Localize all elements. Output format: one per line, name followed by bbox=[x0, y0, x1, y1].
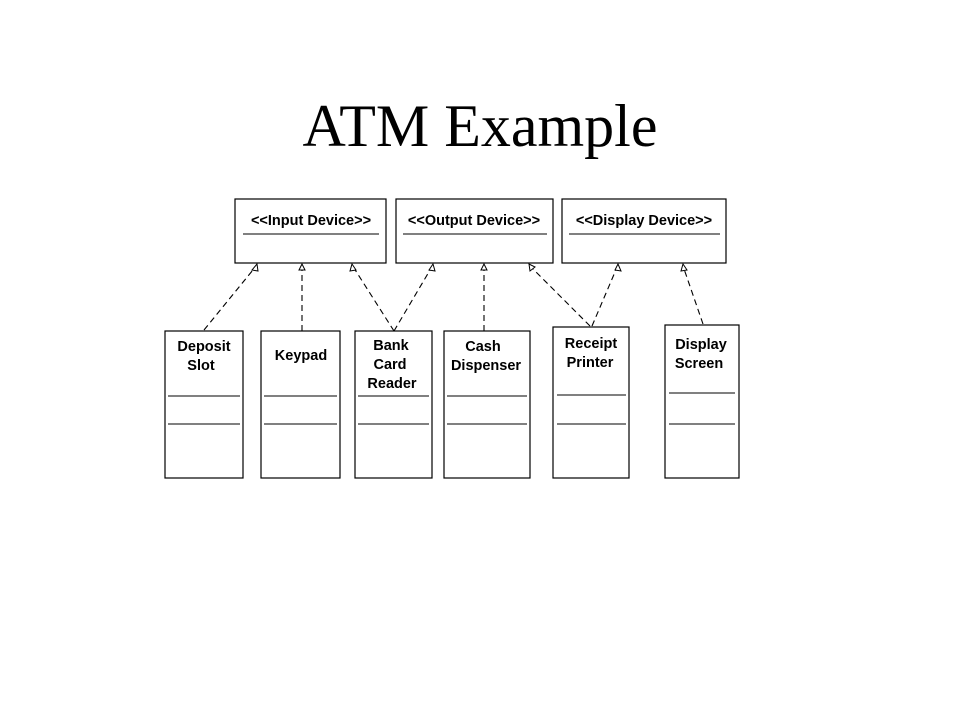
class-name-line: Keypad bbox=[275, 348, 327, 364]
realization-edges bbox=[203, 262, 704, 332]
edge-card-reader-to-output bbox=[393, 264, 434, 332]
class-name-line: Reader bbox=[367, 376, 417, 392]
class-name-line: Screen bbox=[675, 356, 723, 372]
class-name-line: Display bbox=[675, 337, 727, 353]
interface-input-device: <<Input Device>> bbox=[234, 198, 387, 264]
class-name-line: Deposit bbox=[177, 339, 230, 355]
interface-label: <<Display Device>> bbox=[576, 213, 712, 229]
class-name-line: Slot bbox=[187, 358, 215, 374]
arrowhead-deposit-slot-to-input bbox=[251, 262, 259, 272]
class-display-screen: Display Screen bbox=[664, 324, 740, 479]
slide-title: ATM Example bbox=[302, 93, 658, 159]
edge-display-screen-to-display bbox=[682, 265, 704, 325]
class-bank-card-reader: Bank Card Reader bbox=[354, 330, 433, 479]
class-name-line: Printer bbox=[567, 355, 614, 371]
class-name-line: Dispenser bbox=[451, 358, 521, 374]
arrowhead-receipt-printer-to-display bbox=[614, 262, 622, 272]
class-name-line: Cash bbox=[465, 339, 500, 355]
arrowhead-card-reader-to-output bbox=[428, 262, 436, 272]
class-name-line: Receipt bbox=[565, 336, 618, 352]
class-name-line: Card bbox=[373, 357, 406, 373]
class-cash-dispenser: Cash Dispenser bbox=[443, 330, 531, 479]
arrowhead-card-reader-to-input bbox=[349, 262, 357, 272]
arrowhead-receipt-printer-to-output bbox=[528, 263, 536, 272]
edge-receipt-printer-to-output bbox=[529, 265, 591, 327]
edge-deposit-slot-to-input bbox=[203, 264, 258, 331]
arrowhead-cash-dispenser-to-output bbox=[480, 262, 488, 271]
class-name-line: Bank bbox=[373, 338, 409, 354]
class-keypad: Keypad bbox=[260, 330, 341, 479]
arrowhead-display-screen-to-display bbox=[680, 262, 688, 272]
interface-output-device: <<Output Device>> bbox=[395, 198, 554, 264]
arrowhead-keypad-to-input bbox=[298, 262, 306, 271]
class-deposit-slot: Deposit Slot bbox=[164, 330, 244, 479]
edge-card-reader-to-input bbox=[351, 264, 395, 332]
interface-label: <<Input Device>> bbox=[251, 213, 371, 229]
interface-display-device: <<Display Device>> bbox=[561, 198, 727, 264]
interface-label: <<Output Device>> bbox=[408, 213, 540, 229]
edge-receipt-printer-to-display bbox=[591, 264, 619, 327]
class-receipt-printer: Receipt Printer bbox=[552, 326, 630, 479]
